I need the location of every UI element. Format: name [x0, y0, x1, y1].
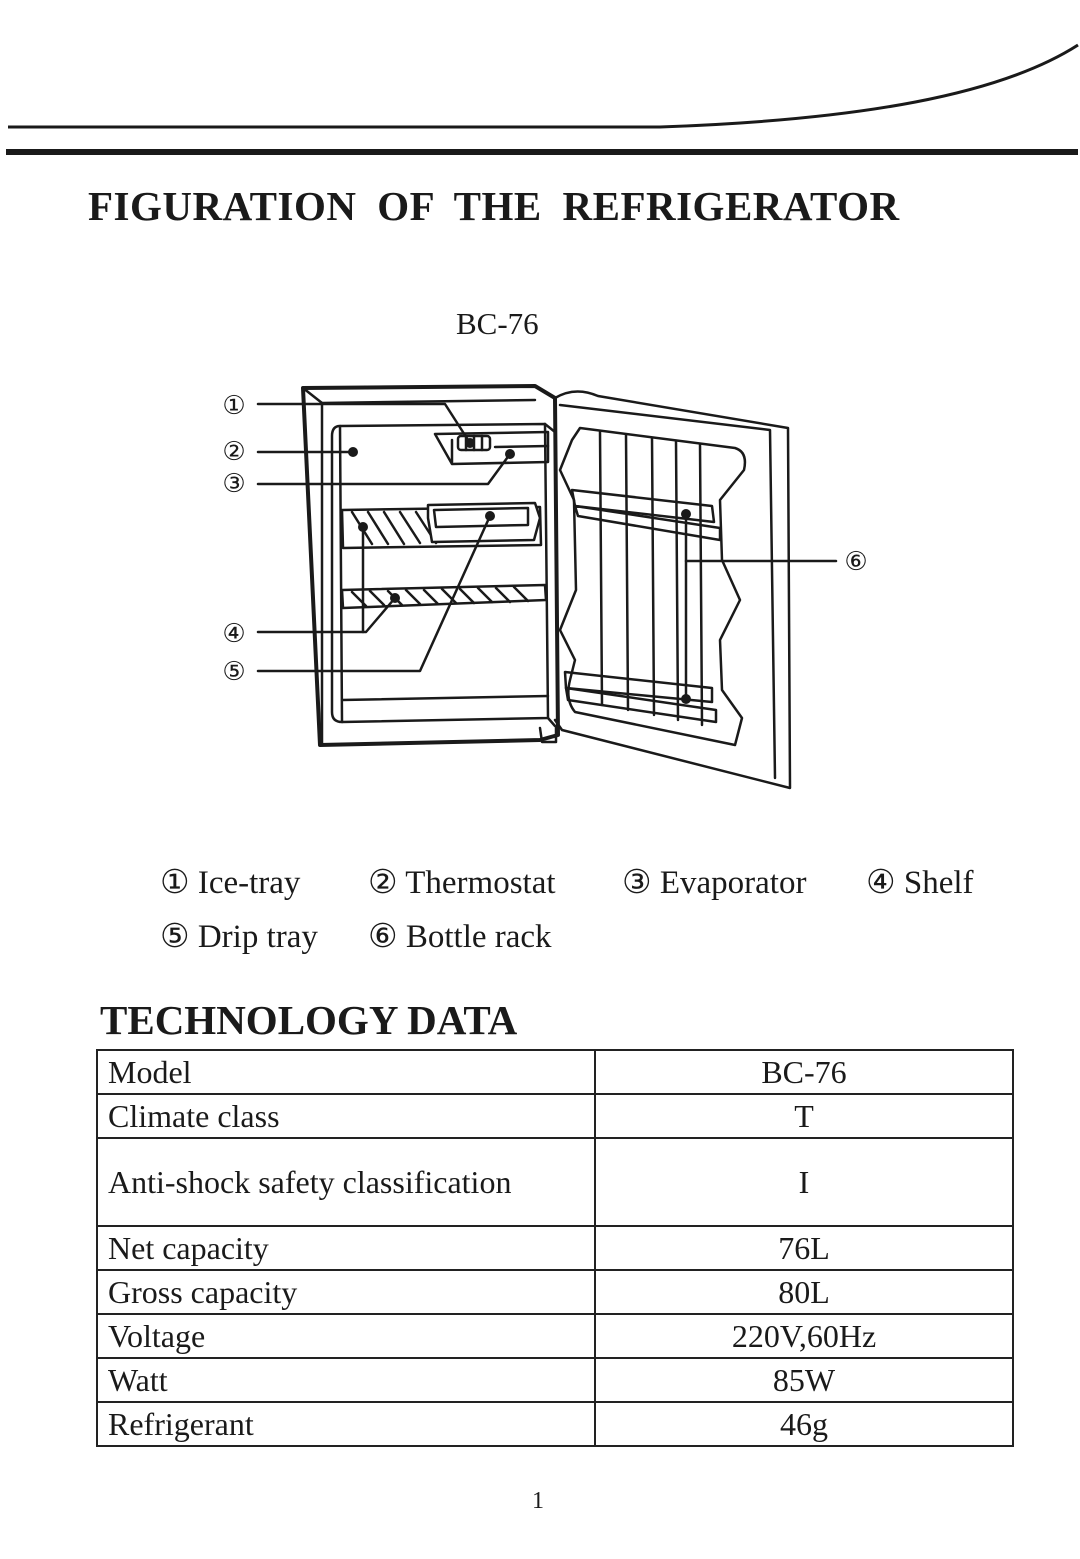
spec-value: BC-76: [594, 1049, 1014, 1095]
table-row: Voltage 220V,60Hz: [96, 1313, 1014, 1359]
table-row: Anti-shock safety classification I: [96, 1137, 1014, 1227]
table-row: Climate class T: [96, 1093, 1014, 1139]
legend-marker: ②: [368, 865, 398, 901]
door: [538, 390, 792, 790]
tech-data-table: Model BC-76 Climate class T Anti-shock s…: [96, 1049, 1014, 1447]
callout-1: ①: [222, 391, 245, 421]
legend-label: Bottle rack: [405, 919, 552, 955]
legend-marker: ⑤: [160, 919, 190, 955]
callout-4: ④: [222, 619, 245, 649]
legend-item-shelf: ④ Shelf: [866, 862, 974, 902]
legend-marker: ④: [866, 865, 896, 901]
spec-value: 85W: [594, 1357, 1014, 1403]
table-row: Gross capacity 80L: [96, 1269, 1014, 1315]
legend-row: ⑤ Drip tray ⑥ Bottle rack: [160, 916, 1060, 970]
spec-value: T: [594, 1093, 1014, 1139]
header-decoration: [6, 43, 1079, 155]
spec-value: 46g: [594, 1401, 1014, 1447]
legend-marker: ⑥: [368, 919, 398, 955]
table-row: Refrigerant 46g: [96, 1401, 1014, 1447]
callout-2: ②: [222, 437, 245, 467]
callout-dots: [348, 438, 691, 704]
cabinet-outline: [301, 384, 560, 747]
legend-item-bottle-rack: ⑥ Bottle rack: [368, 916, 552, 956]
spec-value: 80L: [594, 1269, 1014, 1315]
table-row: Net capacity 76L: [96, 1225, 1014, 1271]
evaporator-box: [433, 430, 550, 466]
spec-label: Gross capacity: [96, 1269, 596, 1315]
spec-value: 220V,60Hz: [594, 1313, 1014, 1359]
spec-label: Anti-shock safety classification: [96, 1137, 596, 1227]
lower-shelf: [340, 583, 548, 610]
spec-label: Voltage: [96, 1313, 596, 1359]
legend-label: Thermostat: [405, 865, 556, 901]
page-title: FIGURATION OF THE REFRIGERATOR: [88, 183, 900, 229]
spec-label: Refrigerant: [96, 1401, 596, 1447]
legend-item-thermostat: ② Thermostat: [368, 862, 556, 902]
callout-6: ⑥: [844, 547, 867, 577]
legend-item-drip-tray: ⑤ Drip tray: [160, 916, 318, 956]
callout-numbers: ① ② ③ ④ ⑤ ⑥: [222, 391, 867, 687]
tech-data-title: TECHNOLOGY DATA: [100, 997, 518, 1043]
parts-legend: ① Ice-tray ② Thermostat ③ Evaporator ④ S…: [160, 862, 1060, 970]
legend-item-evaporator: ③ Evaporator: [622, 862, 806, 902]
refrigerator-diagram: ① ② ③ ④ ⑤ ⑥: [222, 384, 868, 790]
table-row: Model BC-76: [96, 1049, 1014, 1095]
spec-label: Watt: [96, 1357, 596, 1403]
table-row: Watt 85W: [96, 1357, 1014, 1403]
legend-item-ice-tray: ① Ice-tray: [160, 862, 300, 902]
legend-label: Drip tray: [197, 919, 318, 955]
callout-3: ③: [222, 469, 245, 499]
legend-label: Evaporator: [659, 865, 807, 901]
spec-label: Model: [96, 1049, 596, 1095]
legend-label: Shelf: [903, 865, 974, 901]
legend-marker: ③: [622, 865, 652, 901]
page-number: 1: [532, 1488, 544, 1514]
callout-5: ⑤: [222, 657, 245, 687]
legend-row: ① Ice-tray ② Thermostat ③ Evaporator ④ S…: [160, 862, 1060, 916]
leader-lines: [256, 402, 838, 701]
legend-label: Ice-tray: [197, 865, 301, 901]
spec-value: 76L: [594, 1225, 1014, 1271]
spec-label: Climate class: [96, 1093, 596, 1139]
legend-marker: ①: [160, 865, 190, 901]
spec-value: I: [594, 1137, 1014, 1227]
figure-model-label: BC-76: [456, 306, 539, 341]
drip-tray: [426, 501, 542, 544]
spec-label: Net capacity: [96, 1225, 596, 1271]
